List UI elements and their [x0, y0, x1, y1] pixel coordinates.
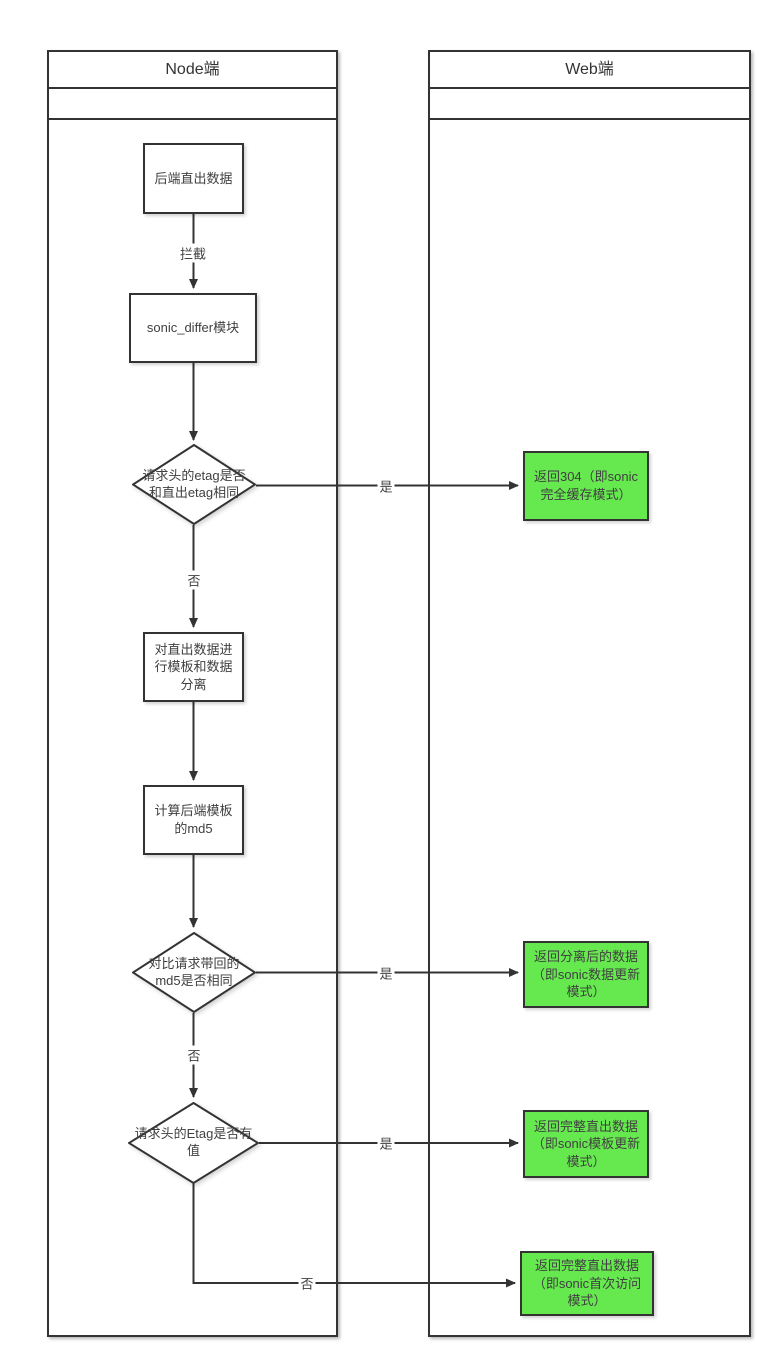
node-separate-template-data: 对直出数据进行模板和数据分离	[143, 632, 244, 702]
swimlane-node-subheader	[49, 89, 336, 120]
swimlane-web-title: Web端	[430, 52, 749, 89]
edge-label-yes-3: 是	[377, 1133, 395, 1153]
decision-etag-has-value-label: 请求头的Etag是否有值	[134, 1126, 253, 1158]
result-return-304: 返回304（即sonic完全缓存模式）	[523, 451, 649, 521]
node-sonic-differ: sonic_differ模块	[129, 293, 257, 363]
edge-label-no-3: 否	[298, 1273, 316, 1293]
decision-etag-has-value: 请求头的Etag是否有值	[128, 1102, 259, 1184]
edge-label-yes-1: 是	[377, 476, 395, 496]
node-sonic-differ-label: sonic_differ模块	[146, 320, 240, 336]
node-calc-template-md5: 计算后端模板的md5	[143, 785, 244, 855]
node-separate-template-data-label: 对直出数据进行模板和数据分离	[154, 641, 233, 692]
decision-md5-compare-label: 对比请求带回的md5是否相同	[148, 955, 240, 988]
node-backend-output-label: 后端直出数据	[154, 170, 233, 186]
swimlane-node-title: Node端	[49, 52, 336, 89]
decision-etag-compare-label: 请求头的etag是否和直出etag相同	[142, 467, 246, 500]
edge-label-intercept: 拦截	[177, 243, 209, 263]
edge-label-yes-2: 是	[377, 963, 395, 983]
result-return-full-first-visit-label: 返回完整直出数据（即sonic首次访问模式）	[532, 1258, 642, 1309]
result-return-separated-data-label: 返回分离后的数据（即sonic数据更新模式）	[531, 949, 641, 1000]
edge-label-no-1: 否	[185, 570, 203, 590]
edge-label-no-2: 否	[185, 1045, 203, 1065]
result-return-full-first-visit: 返回完整直出数据（即sonic首次访问模式）	[520, 1251, 654, 1316]
decision-etag-compare: 请求头的etag是否和直出etag相同	[132, 444, 256, 525]
node-backend-output: 后端直出数据	[143, 143, 244, 214]
swimlane-web-subheader	[430, 89, 749, 120]
result-return-separated-data: 返回分离后的数据（即sonic数据更新模式）	[523, 941, 649, 1008]
node-calc-template-md5-label: 计算后端模板的md5	[154, 803, 233, 836]
result-return-full-template-update-label: 返回完整直出数据（即sonic模板更新模式）	[531, 1118, 641, 1169]
decision-md5-compare: 对比请求带回的md5是否相同	[132, 932, 256, 1013]
result-return-304-label: 返回304（即sonic完全缓存模式）	[533, 469, 639, 502]
result-return-full-template-update: 返回完整直出数据（即sonic模板更新模式）	[523, 1110, 649, 1178]
